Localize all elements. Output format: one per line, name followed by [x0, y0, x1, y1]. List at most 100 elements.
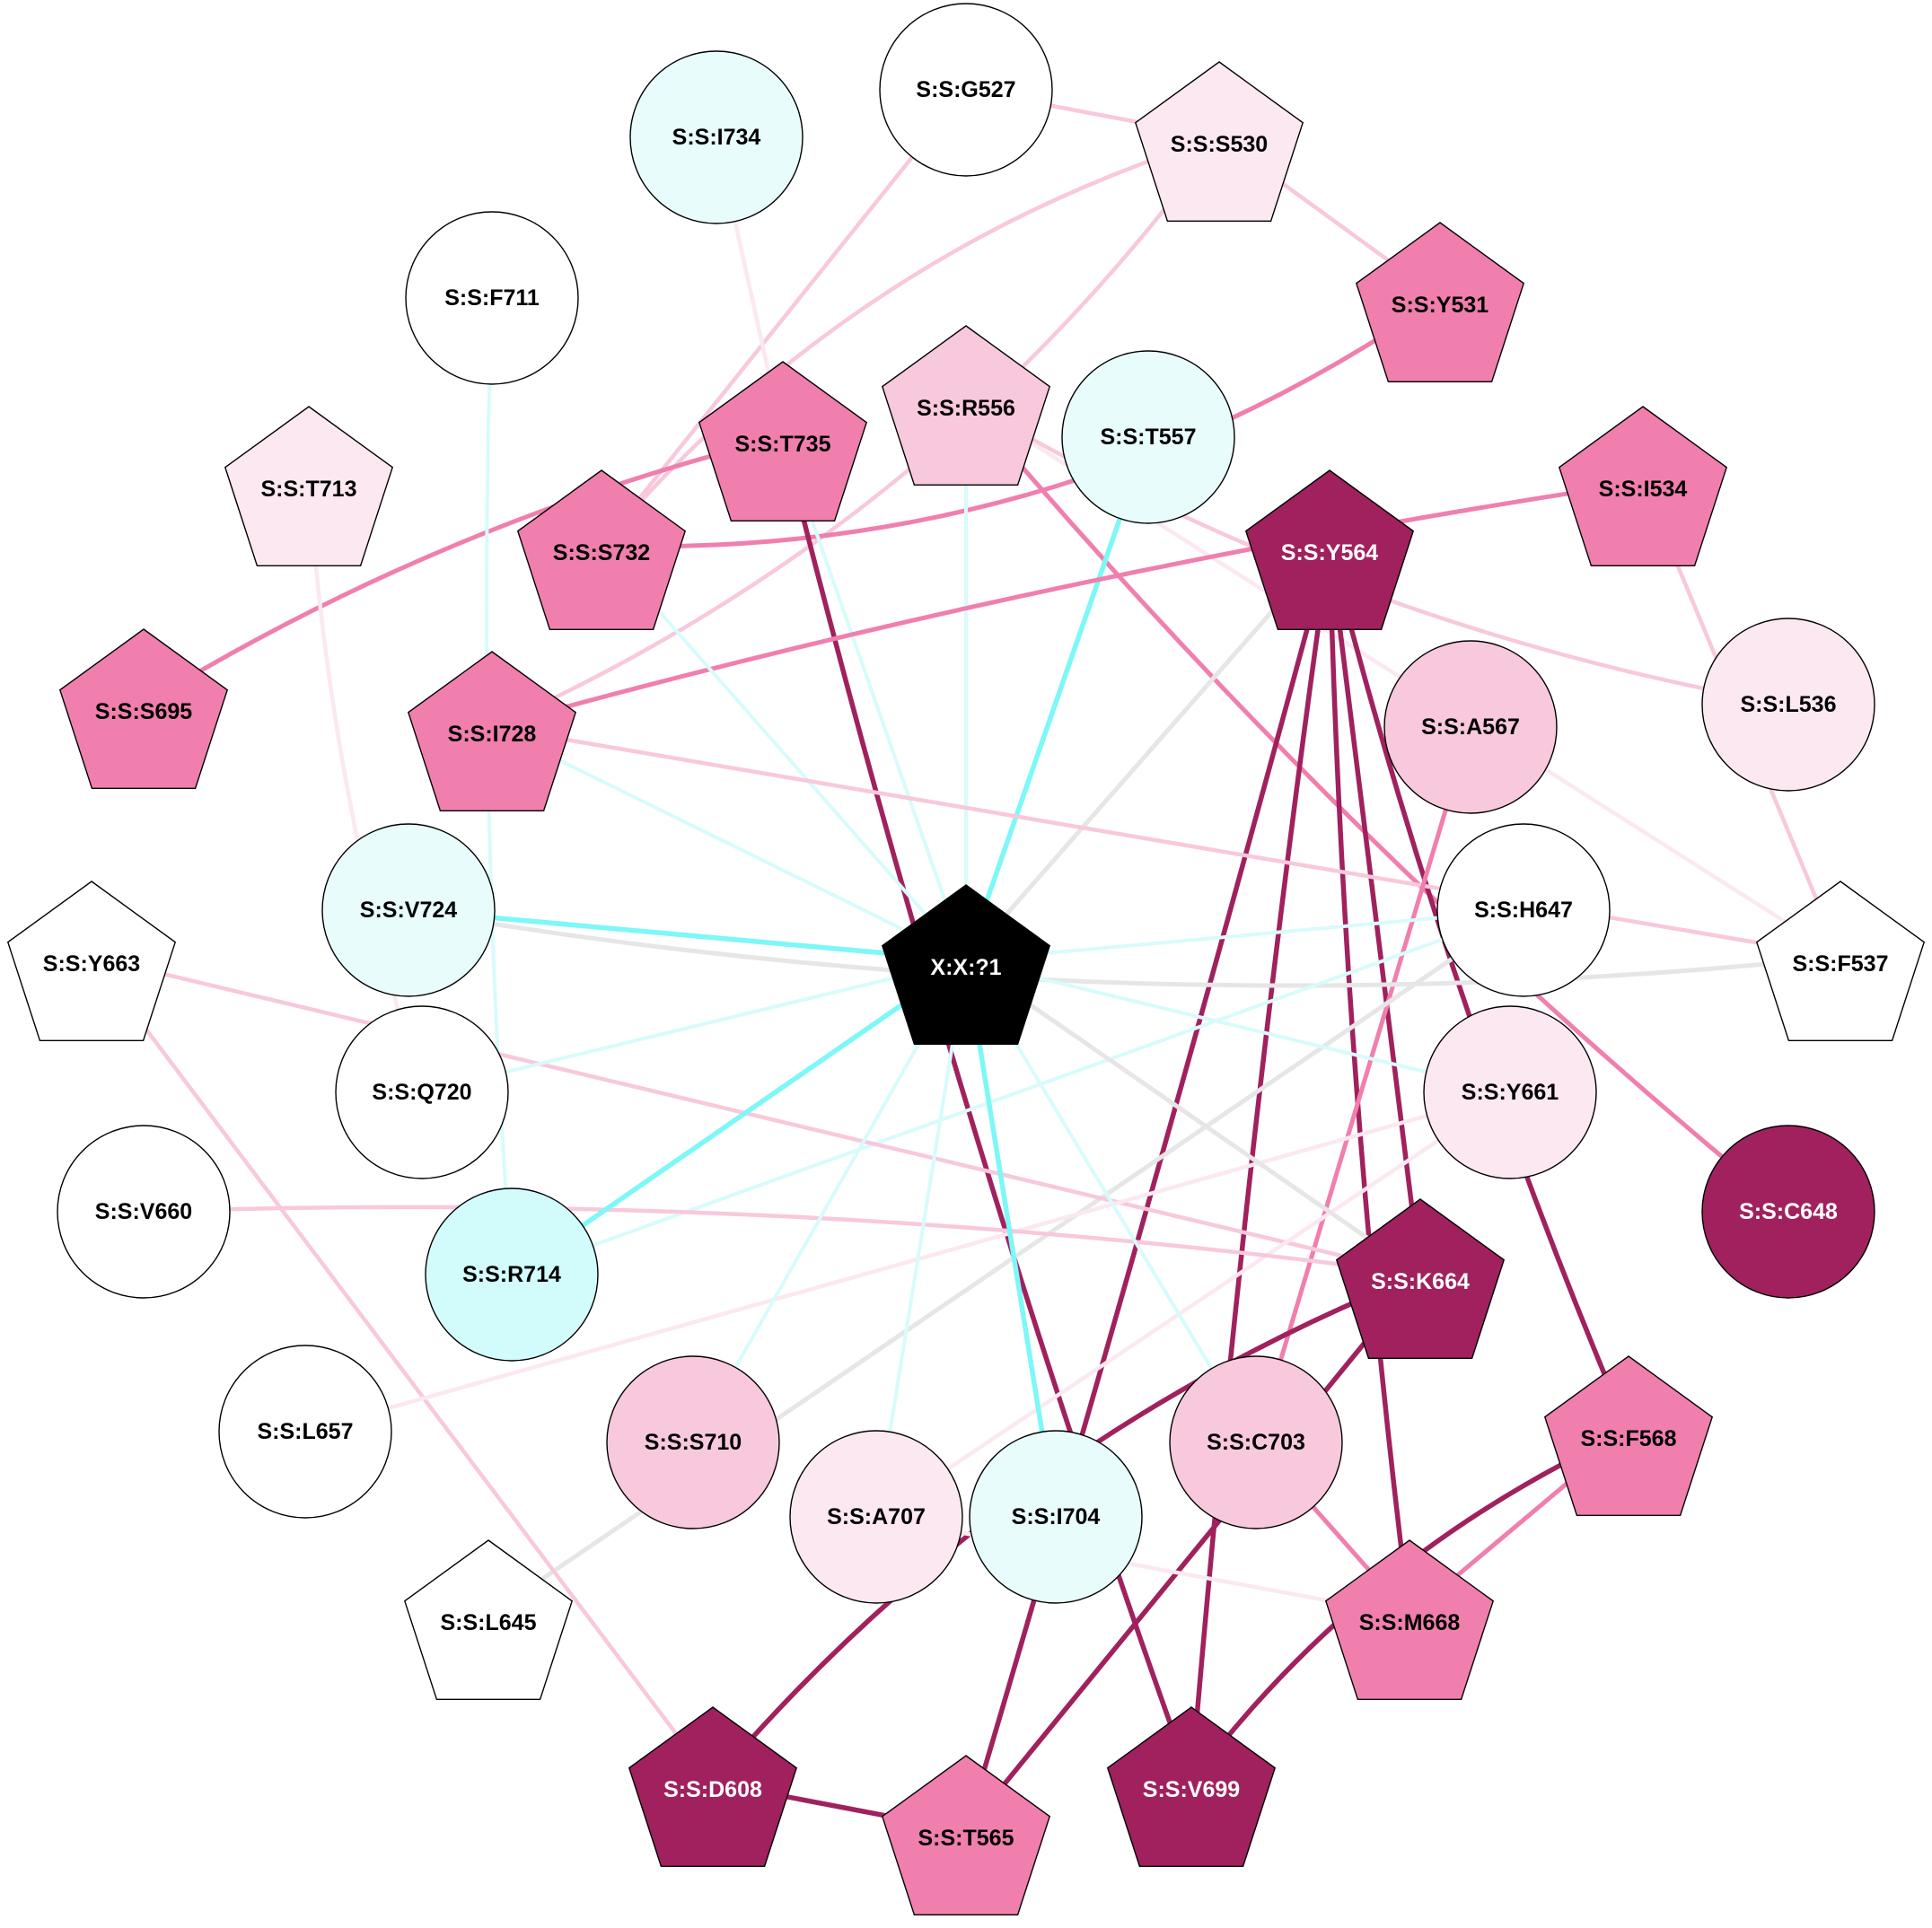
node-label: S:S:C648 — [1739, 1199, 1838, 1224]
edge-s-s-y564-s-s-t565 — [963, 545, 1332, 1832]
node-label: S:S:Y564 — [1281, 540, 1378, 565]
edge-s-s-s530-s-s-i728 — [491, 136, 1221, 730]
node-pentagon — [1106, 1706, 1277, 1868]
node-label: S:S:V660 — [95, 1199, 192, 1224]
node-pentagon — [224, 406, 394, 566]
node-label: S:S:F568 — [1581, 1426, 1677, 1451]
node-s-s-f711: S:S:F711 — [405, 211, 579, 385]
node-s-s-y663: S:S:Y663 — [6, 881, 177, 1042]
node-s-s-y531: S:S:Y531 — [1355, 222, 1525, 382]
node-s-s-i534: S:S:I534 — [1558, 406, 1728, 566]
node-s-s-t713: S:S:T713 — [224, 406, 394, 566]
node-label: S:S:A567 — [1421, 714, 1520, 740]
node-circle — [1436, 823, 1611, 997]
node-pentagon — [516, 469, 687, 630]
node-label: S:S:V699 — [1143, 1777, 1240, 1802]
node-label: S:S:S710 — [645, 1430, 742, 1455]
node-circle — [606, 1355, 780, 1529]
node-pentagon — [6, 881, 177, 1042]
node-pentagon — [1355, 222, 1525, 382]
node-circle — [1701, 618, 1875, 792]
node-circle — [321, 823, 496, 997]
node-circle — [629, 50, 804, 224]
node-circle — [425, 1187, 599, 1362]
node-circle — [57, 1125, 231, 1299]
node-s-s-f537: S:S:F537 — [1755, 881, 1926, 1042]
edge-s-s-v660-s-s-k664 — [143, 1205, 1421, 1277]
node-s-s-y661: S:S:Y661 — [1423, 1005, 1597, 1179]
node-pentagon — [58, 628, 229, 789]
node-label: S:S:L657 — [258, 1419, 354, 1444]
node-pentagon — [881, 1755, 1051, 1916]
node-pentagon — [881, 325, 1051, 486]
node-s-s-v699: S:S:V699 — [1106, 1706, 1277, 1868]
node-label: S:S:V724 — [360, 898, 457, 923]
node-s-s-l657: S:S:L657 — [218, 1345, 392, 1519]
node-circle — [1701, 1125, 1875, 1299]
edge-s-s-t735-s-s-s695 — [142, 434, 784, 707]
node-pentagon — [881, 884, 1051, 1046]
node-s-s-r714: S:S:R714 — [425, 1187, 599, 1362]
node-circle — [879, 3, 1053, 177]
node-label: S:S:G527 — [916, 77, 1015, 102]
node-s-s-r556: S:S:R556 — [881, 325, 1051, 486]
node-s-s-y564: S:S:Y564 — [1244, 469, 1415, 630]
edge-s-s-y564-s-s-m668 — [1327, 545, 1412, 1617]
node-circle — [1383, 640, 1558, 814]
node-label: S:S:M668 — [1359, 1610, 1461, 1635]
edge-s-s-k664-s-s-t565 — [963, 1273, 1423, 1833]
edge-s-s-y661-s-s-l657 — [304, 1090, 1511, 1434]
node-label: S:S:K664 — [1371, 1269, 1470, 1294]
node-s-s-i704: S:S:I704 — [969, 1430, 1143, 1604]
node-s-s-s695: S:S:S695 — [58, 628, 229, 789]
edge-s-s-y663-s-s-k664 — [91, 954, 1421, 1277]
node-circle — [335, 1005, 509, 1179]
node-label: S:S:I704 — [1012, 1504, 1101, 1529]
node-s-s-d608: S:S:D608 — [628, 1706, 798, 1868]
node-circle — [1061, 350, 1235, 524]
node-label: S:S:L536 — [1741, 692, 1837, 717]
node-s-s-f568: S:S:F568 — [1543, 1355, 1714, 1517]
node-s-s-l645: S:S:L645 — [403, 1539, 574, 1701]
node-label: S:S:F537 — [1793, 951, 1889, 977]
node-label: S:S:C703 — [1207, 1430, 1305, 1455]
node-circle — [405, 211, 579, 385]
edge-s-s-i728-s-s-f537 — [491, 724, 1841, 960]
node-label: S:S:T557 — [1101, 425, 1197, 450]
edge-s-s-t713-s-s-q720 — [306, 481, 425, 1093]
node-label: S:S:T735 — [735, 432, 831, 457]
node-label: S:S:R556 — [917, 396, 1015, 421]
node-label: S:S:T565 — [918, 1826, 1014, 1851]
edge-s-s-y661-s-s-a707 — [874, 1091, 1512, 1519]
node-label: S:S:R714 — [462, 1262, 561, 1287]
node-x-x-1: X:X:?1 — [881, 884, 1051, 1046]
node-pentagon — [1134, 61, 1304, 223]
node-circle — [789, 1430, 963, 1604]
node-s-s-h647: S:S:H647 — [1436, 823, 1611, 997]
edge-s-s-y564-s-s-f568 — [1327, 545, 1631, 1433]
edge-s-s-t735-s-s-v699 — [780, 436, 1194, 1783]
node-s-s-v660: S:S:V660 — [57, 1125, 231, 1299]
node-label: S:S:A707 — [827, 1504, 926, 1529]
node-pentagon — [1558, 406, 1728, 566]
node-circle — [218, 1345, 392, 1519]
node-pentagon — [1244, 469, 1415, 630]
node-s-s-q720: S:S:Q720 — [335, 1005, 509, 1179]
edge-s-s-r556-s-s-c648 — [964, 399, 1790, 1214]
node-label: S:S:F711 — [444, 285, 540, 311]
node-pentagon — [1324, 1539, 1495, 1701]
node-label: S:S:S732 — [553, 540, 650, 565]
node-pentagon — [698, 361, 868, 521]
node-s-s-c648: S:S:C648 — [1701, 1125, 1875, 1299]
node-circle — [969, 1430, 1143, 1604]
node-circle — [1423, 1005, 1597, 1179]
node-s-s-t565: S:S:T565 — [881, 1755, 1051, 1916]
node-s-s-i734: S:S:I734 — [629, 50, 804, 224]
node-label: S:S:D608 — [663, 1777, 762, 1802]
node-label: S:S:I728 — [448, 722, 537, 747]
node-label: S:S:Q720 — [372, 1080, 471, 1105]
node-s-s-s710: S:S:S710 — [606, 1355, 780, 1529]
node-s-s-t557: S:S:T557 — [1061, 350, 1235, 524]
